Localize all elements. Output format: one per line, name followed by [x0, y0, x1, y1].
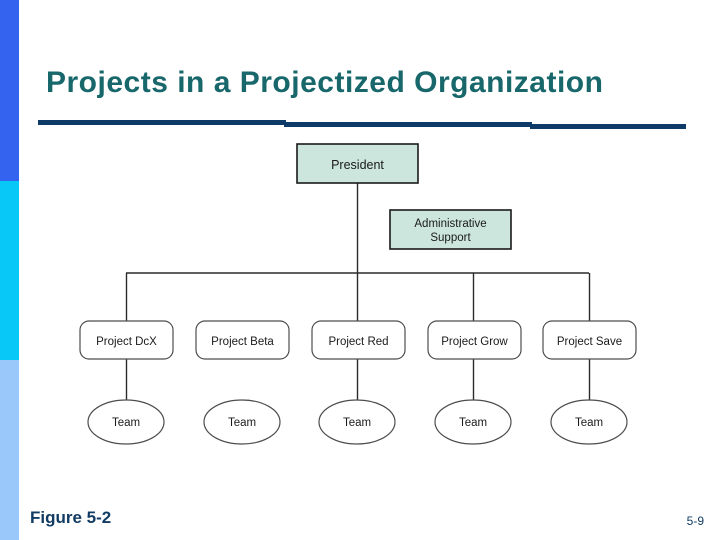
page-number: 5-9: [686, 514, 704, 528]
project-beta-box: [195, 320, 290, 360]
edge-band-cyan: [0, 181, 19, 360]
administrative-support-label-line1: Administrative: [414, 218, 486, 230]
node-project-dcx[interactable]: Project DcX: [79, 320, 174, 360]
team-5-label: Team: [575, 417, 603, 429]
team-5-ellipse: [550, 399, 628, 445]
administrative-support-box: [389, 209, 512, 250]
project-beta-label: Project Beta: [211, 336, 274, 348]
slide-title: Projects in a Projectized Organization: [46, 66, 604, 99]
team-2-label: Team: [228, 417, 256, 429]
president-label: President: [331, 158, 384, 172]
connector-group: [125, 183, 591, 400]
node-team-3[interactable]: Team: [318, 399, 396, 445]
title-rule: [38, 118, 686, 130]
project-grow-label: Project Grow: [441, 336, 508, 348]
edge-band-blue: [0, 0, 19, 181]
node-team-2[interactable]: Team: [203, 399, 281, 445]
project-red-label: Project Red: [328, 336, 388, 348]
project-save-box: [542, 320, 637, 360]
team-4-label: Team: [459, 417, 487, 429]
administrative-support-label-line2: Support: [430, 232, 471, 244]
node-team-5[interactable]: Team: [550, 399, 628, 445]
node-team-1[interactable]: Team: [87, 399, 165, 445]
title-rule-segment-middle: [284, 122, 532, 127]
node-president[interactable]: President: [296, 143, 419, 184]
title-rule-segment-right: [530, 124, 686, 129]
project-grow-box: [427, 320, 522, 360]
team-3-ellipse: [318, 399, 396, 445]
node-team-4[interactable]: Team: [434, 399, 512, 445]
edge-band-light-blue: [0, 360, 19, 540]
figure-label: Figure 5-2: [30, 508, 112, 527]
team-3-label: Team: [343, 417, 371, 429]
project-dcx-label: Project DcX: [96, 336, 157, 348]
team-1-label: Team: [112, 417, 140, 429]
project-red-box: [311, 320, 406, 360]
project-save-label: Project Save: [557, 336, 622, 348]
team-4-ellipse: [434, 399, 512, 445]
title-rule-segment-left: [38, 120, 286, 125]
team-1-ellipse: [87, 399, 165, 445]
president-box: [296, 143, 419, 184]
node-project-red[interactable]: Project Red: [311, 320, 406, 360]
node-administrative-support[interactable]: Administrative Support: [389, 209, 512, 250]
node-project-beta[interactable]: Project Beta: [195, 320, 290, 360]
project-dcx-box: [79, 320, 174, 360]
node-project-save[interactable]: Project Save: [542, 320, 637, 360]
node-project-grow[interactable]: Project Grow: [427, 320, 522, 360]
team-2-ellipse: [203, 399, 281, 445]
